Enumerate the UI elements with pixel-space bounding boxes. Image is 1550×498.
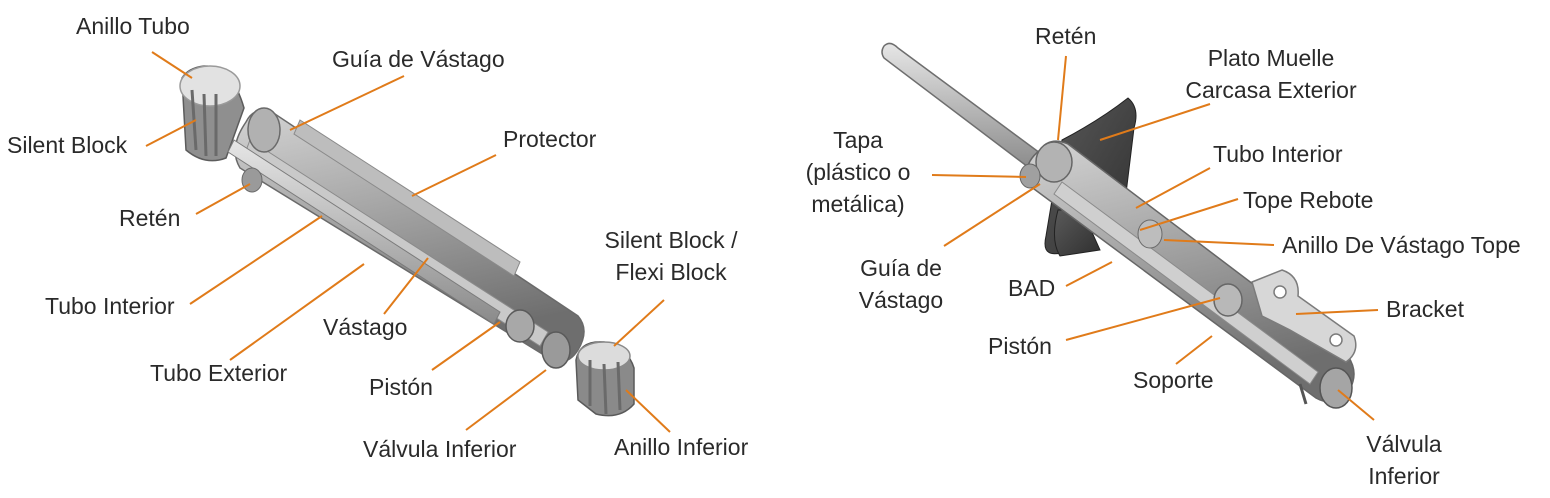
label-anillo-inferior: Anillo Inferior <box>614 431 748 463</box>
label-guia-line2: Vástago <box>836 284 966 316</box>
label-tapa-line3: metálica) <box>788 188 928 220</box>
label-silent-flexi-block-line2: Flexi Block <box>586 256 756 288</box>
label-tubo-exterior: Tubo Exterior <box>150 357 287 389</box>
label-valvula-inferior-left: Válvula Inferior <box>363 433 516 465</box>
label-tapa-line2: (plástico o <box>788 156 928 188</box>
label-protector: Protector <box>503 123 596 155</box>
label-plato-muelle-line2: Carcasa Exterior <box>1168 74 1374 106</box>
label-tubo-interior-left: Tubo Interior <box>45 290 175 322</box>
label-bad: BAD <box>1008 272 1055 304</box>
label-silent-flexi-block-line1: Silent Block / <box>586 224 756 256</box>
label-guia-de-vastago-right: Guía de Vástago <box>836 252 966 316</box>
left-bottom-valve <box>542 332 570 368</box>
label-silent-flexi-block: Silent Block / Flexi Block <box>586 224 756 288</box>
label-soporte: Soporte <box>1133 364 1214 396</box>
label-bracket: Bracket <box>1386 293 1464 325</box>
label-valvula-line2: Inferior <box>1340 460 1468 492</box>
label-anillo-de-vastago-tope: Anillo De Vástago Tope <box>1282 229 1521 261</box>
label-plato-muelle: Plato Muelle Carcasa Exterior <box>1168 42 1374 106</box>
left-bottom-eye <box>576 342 634 416</box>
right-bottom-valve <box>1320 368 1352 408</box>
right-piston <box>1214 284 1242 316</box>
label-tapa: Tapa (plástico o metálica) <box>788 124 928 220</box>
label-reten-right: Retén <box>1035 20 1096 52</box>
label-plato-muelle-line1: Plato Muelle <box>1168 42 1374 74</box>
label-piston-left: Pistón <box>369 371 433 403</box>
label-valvula-line1: Válvula <box>1340 428 1468 460</box>
label-anillo-tubo: Anillo Tubo <box>76 10 190 42</box>
label-piston-right: Pistón <box>988 330 1052 362</box>
label-reten-left: Retén <box>119 202 180 234</box>
label-valvula-inferior-right: Válvula Inferior <box>1340 428 1468 492</box>
label-silent-block: Silent Block <box>7 129 127 161</box>
label-guia-de-vastago: Guía de Vástago <box>332 43 505 75</box>
label-vastago: Vástago <box>323 311 407 343</box>
label-tapa-line1: Tapa <box>788 124 928 156</box>
label-tope-rebote: Tope Rebote <box>1243 184 1373 216</box>
label-tubo-interior-right: Tubo Interior <box>1213 138 1343 170</box>
left-piston <box>506 310 534 342</box>
label-guia-line1: Guía de <box>836 252 966 284</box>
